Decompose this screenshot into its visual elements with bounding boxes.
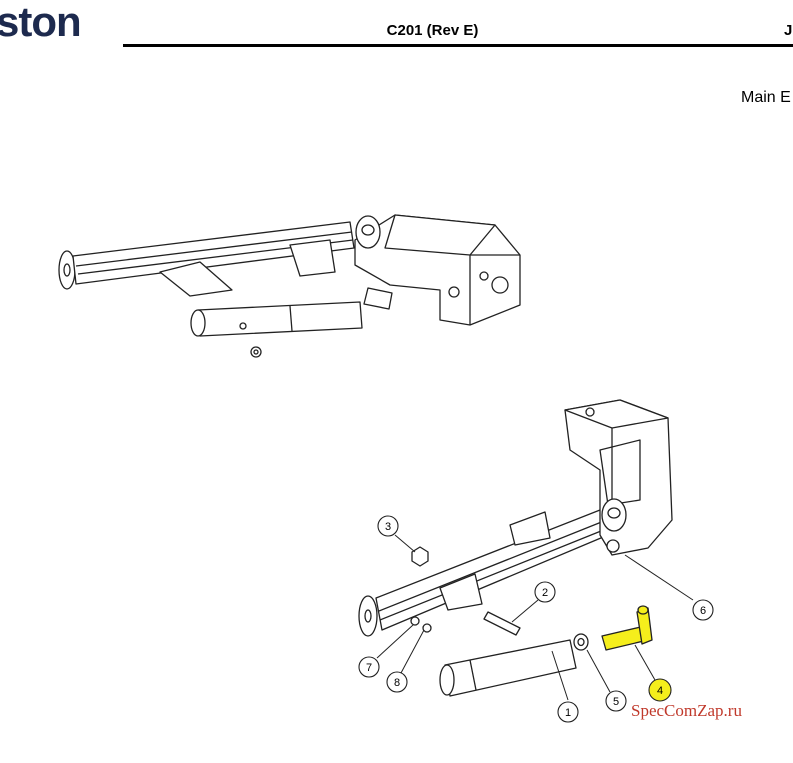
exploded-axle-view	[358, 399, 673, 697]
svg-text:2: 2	[542, 587, 548, 599]
svg-text:5: 5	[613, 696, 619, 708]
assembled-axle-view	[58, 214, 521, 358]
watermark: SpecComZap.ru	[631, 701, 742, 720]
callout-8: 8	[386, 671, 408, 693]
washer-part	[422, 623, 432, 633]
callout-3: 3	[377, 515, 399, 537]
section-title: Main E	[741, 89, 791, 106]
callout-2: 2	[534, 581, 556, 603]
svg-text:1: 1	[565, 707, 571, 719]
document-title: C201 (Rev E)	[386, 22, 479, 39]
header-rule	[123, 44, 793, 47]
svg-text:7: 7	[366, 662, 372, 674]
callout-1: 1	[557, 701, 579, 723]
brand-logo: ston	[0, 0, 82, 45]
axle-beam-assembled	[72, 221, 355, 285]
svg-text:8: 8	[394, 677, 400, 689]
cylinder-assembled	[197, 301, 363, 337]
svg-text:6: 6	[700, 605, 706, 617]
pin-part	[444, 639, 577, 697]
callout-5: 5	[605, 690, 627, 712]
callout-4-highlighted: 4	[648, 678, 672, 702]
svg-text:3: 3	[385, 521, 391, 533]
svg-text:4: 4	[657, 685, 663, 697]
callout-7: 7	[358, 656, 380, 678]
leader-lines	[376, 534, 694, 701]
fitting-part	[410, 616, 420, 626]
axle-beam-exploded	[375, 509, 609, 631]
bolt-part	[483, 611, 521, 636]
nut-part	[411, 546, 429, 567]
callout-6: 6	[692, 599, 714, 621]
header-right-text: J	[784, 22, 793, 39]
